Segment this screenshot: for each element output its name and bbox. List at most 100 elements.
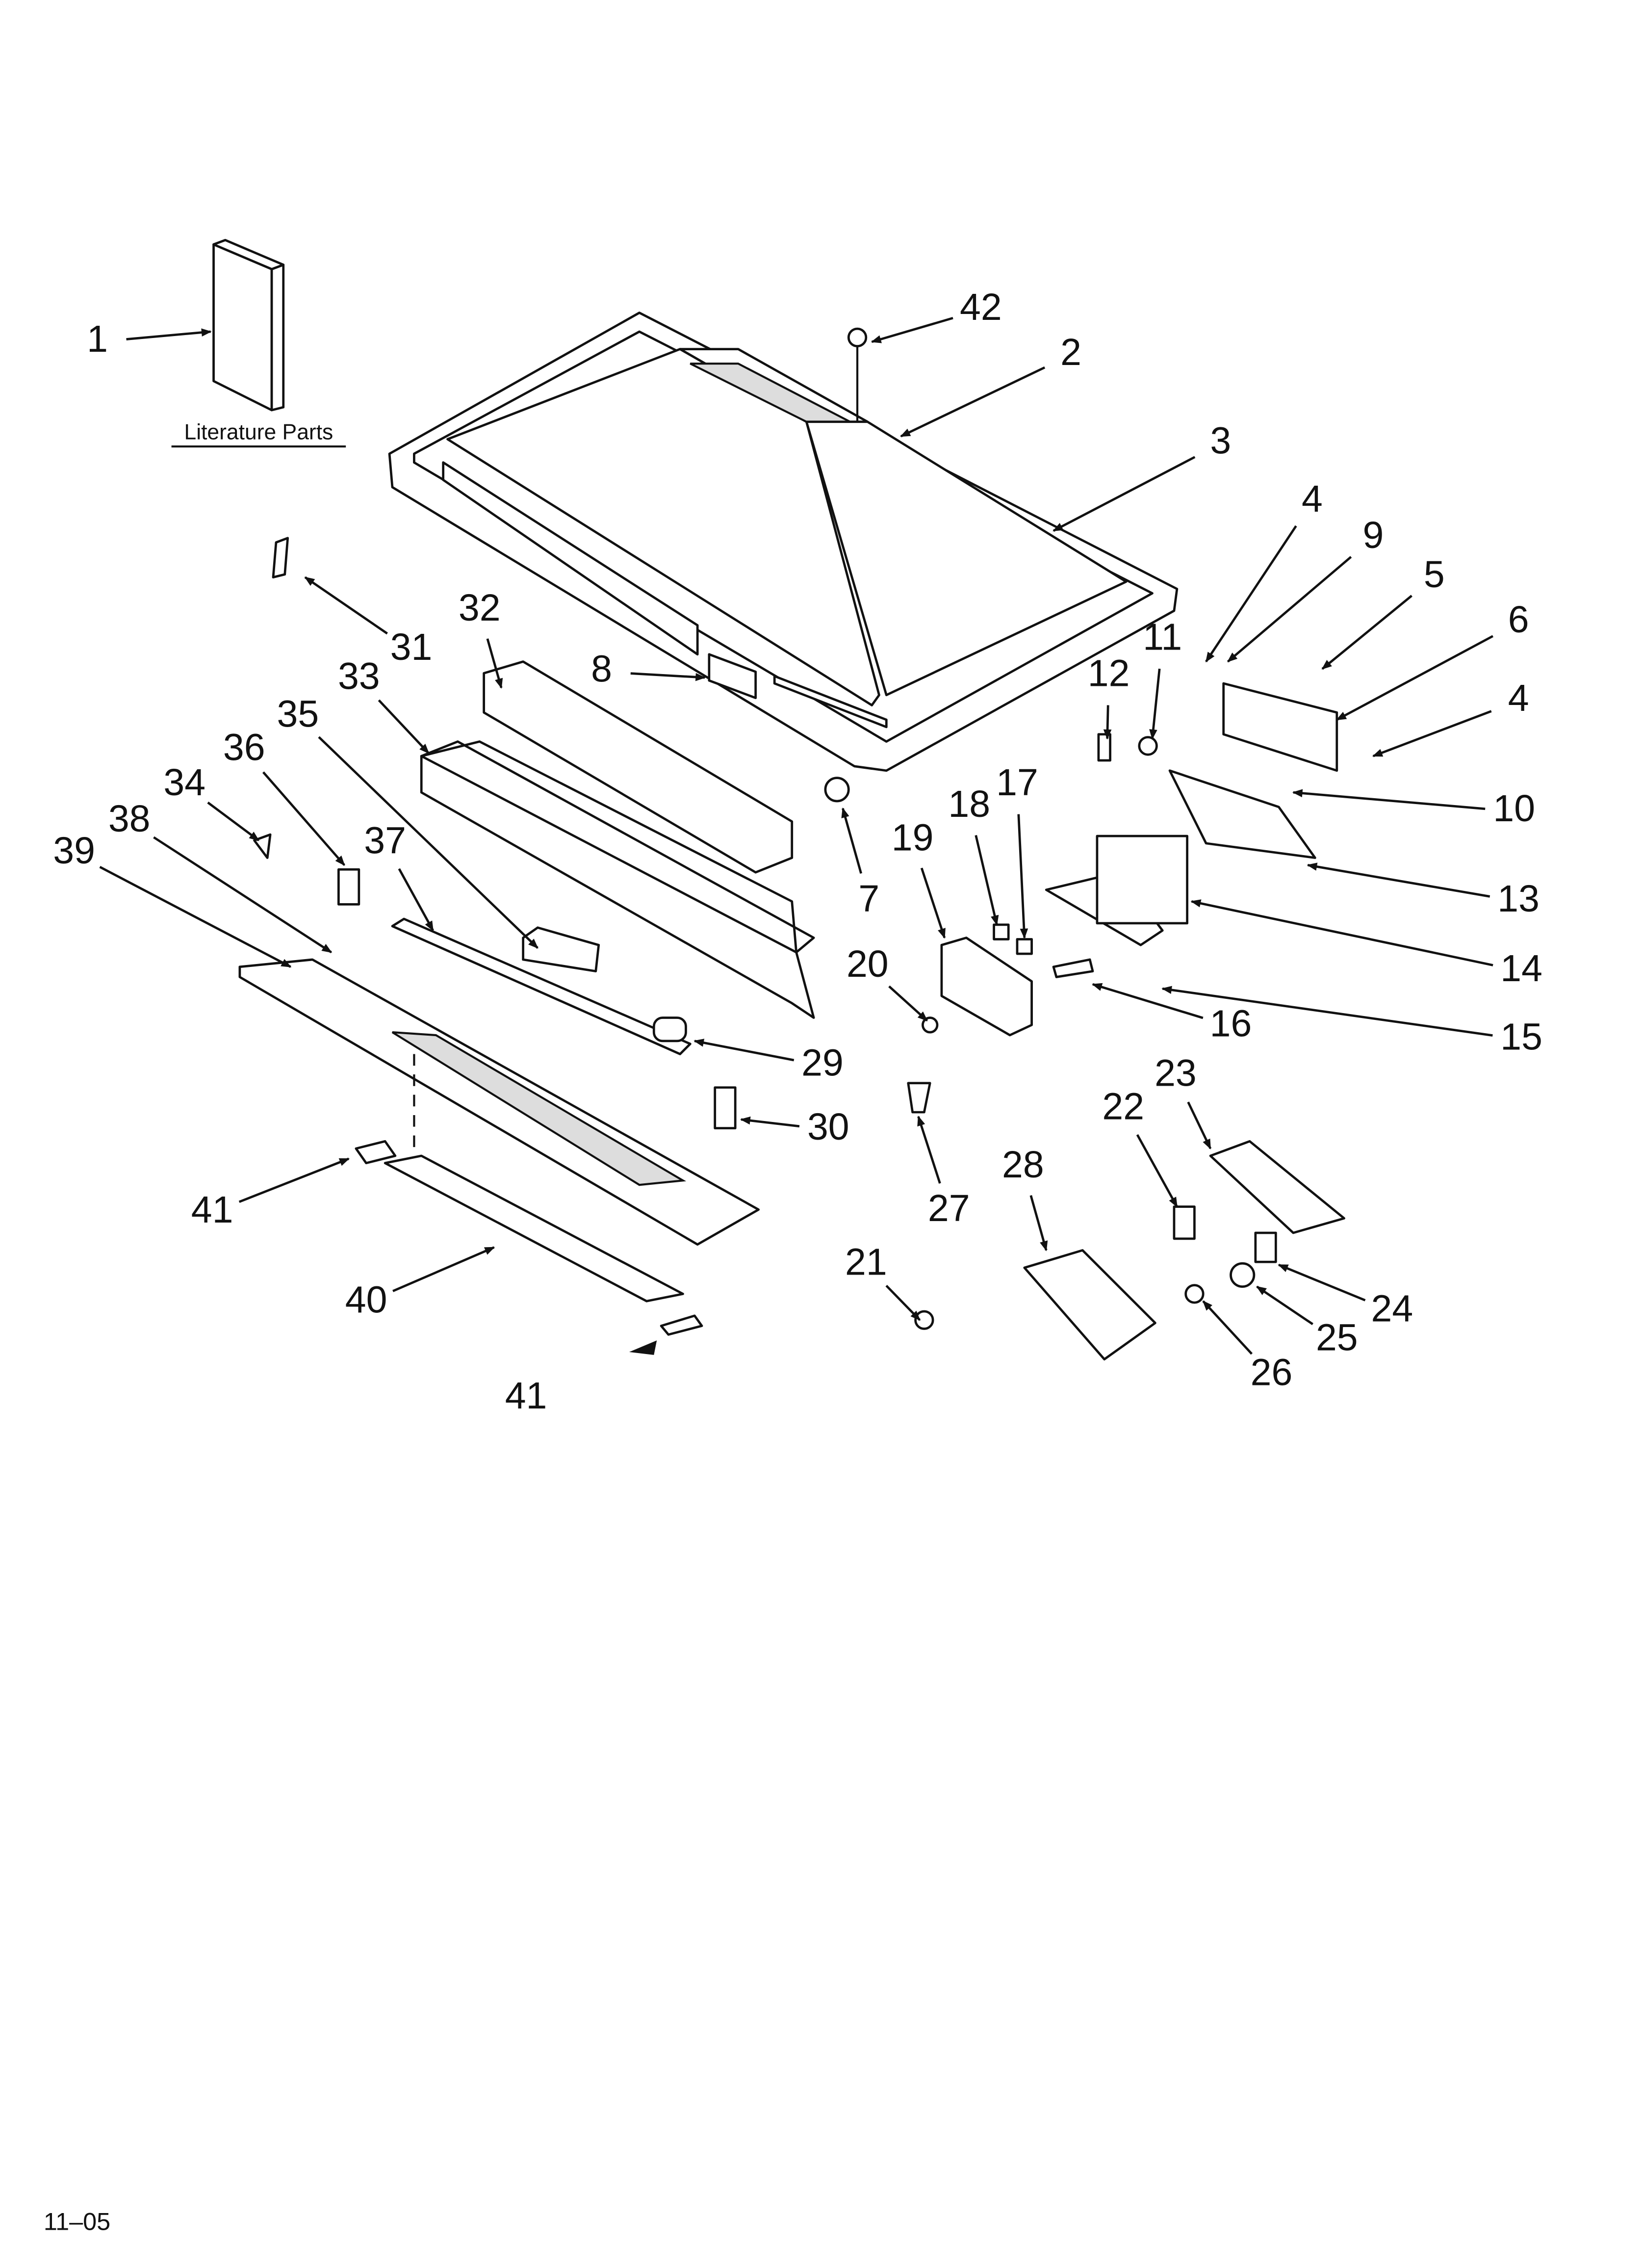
leader-arrow <box>885 1284 921 1321</box>
bracket-part <box>1173 1205 1196 1240</box>
screw-part <box>1184 1284 1205 1304</box>
leader-arrow <box>1187 1101 1212 1149</box>
leader-arrow <box>238 1157 350 1203</box>
screw-part <box>847 327 868 422</box>
callout-label: 16 <box>1210 1003 1252 1045</box>
callout-label: 22 <box>1102 1085 1144 1127</box>
leader-arrow <box>1227 556 1352 663</box>
leader-arrow <box>318 736 539 949</box>
wire-clip-part <box>914 1310 934 1330</box>
leader-arrow <box>1335 635 1494 721</box>
callout-label: 30 <box>807 1106 849 1148</box>
callout-label: 6 <box>1508 599 1529 641</box>
footer-code: 11–05 <box>44 2207 110 2235</box>
leader-arrow <box>900 366 1046 438</box>
hood-body-part <box>388 312 1179 772</box>
leader-arrow <box>920 867 946 939</box>
leader-arrow <box>917 1115 941 1184</box>
callout-label: 28 <box>1002 1144 1044 1186</box>
leader-arrowhead <box>629 1340 657 1355</box>
callout-label: 4 <box>1508 677 1529 719</box>
leader-arrow <box>1149 668 1161 740</box>
leader-arrow <box>1202 1300 1253 1355</box>
callout-label: 8 <box>591 648 612 690</box>
leader-arrow <box>693 1039 795 1062</box>
leader-arrow <box>888 985 928 1022</box>
callout-label: 4 <box>1302 478 1323 520</box>
callout-label: 12 <box>1088 652 1130 695</box>
leader-arrow <box>99 866 292 968</box>
callout-label: 20 <box>847 943 889 985</box>
leader-arrow <box>1205 525 1297 663</box>
callout-label: 21 <box>845 1241 887 1283</box>
callout-label: 40 <box>345 1279 387 1321</box>
callout-label: 26 <box>1251 1352 1293 1394</box>
literature-booklet-part <box>212 238 285 412</box>
switch-part <box>1016 938 1033 955</box>
leader-arrow <box>1052 456 1196 532</box>
switch-part <box>993 923 1010 940</box>
callouts: 1422349564111210131415161718192078323133… <box>53 286 1542 1417</box>
leader-arrow <box>207 801 260 841</box>
callout-label: 37 <box>364 819 406 861</box>
leader-arrow <box>1161 986 1493 1037</box>
clip-part <box>355 1140 397 1165</box>
leader-arrow <box>871 316 953 343</box>
wire-clip-part <box>272 537 289 579</box>
fluorescent-tube-part <box>391 917 692 1055</box>
lens-part <box>1052 958 1094 978</box>
callout-label: 25 <box>1316 1317 1358 1359</box>
callout-label: 31 <box>390 626 433 668</box>
leader-arrow <box>1017 814 1028 939</box>
duct-part <box>1209 1140 1345 1234</box>
callout-label: 42 <box>960 286 1002 328</box>
bracket-part <box>708 653 757 700</box>
wire-nut-part <box>907 1082 931 1114</box>
callout-label: 13 <box>1497 878 1539 920</box>
socket-part <box>714 1086 737 1130</box>
callout-label: 14 <box>1500 947 1542 990</box>
leader-arrow <box>398 868 435 932</box>
leader-arrow <box>1103 705 1112 740</box>
callout-label: 11 <box>1143 616 1182 658</box>
lampholder-part <box>337 868 360 906</box>
spring-part <box>1138 736 1158 756</box>
leader-arrow <box>630 672 706 681</box>
ballast-part <box>522 926 600 973</box>
callout-label: 5 <box>1424 553 1445 596</box>
callout-label: 41 <box>191 1189 233 1231</box>
leader-arrow <box>975 835 999 926</box>
control-panel-part <box>940 937 1033 1037</box>
callout-label: 29 <box>801 1042 844 1084</box>
callout-label: 35 <box>277 693 319 735</box>
callout-label: 24 <box>1371 1287 1413 1330</box>
callout-label: 3 <box>1210 419 1231 462</box>
literature-parts-label: Literature Parts <box>184 420 333 444</box>
filter-part <box>420 660 815 1019</box>
callout-label: 41 <box>505 1375 547 1417</box>
damper-part <box>1023 1249 1156 1361</box>
leader-arrow <box>486 638 503 689</box>
leader-arrow <box>378 699 430 754</box>
callout-label: 7 <box>858 878 879 920</box>
leader-arrow <box>304 576 388 635</box>
callout-label: 10 <box>1493 787 1535 830</box>
lens-part <box>384 1154 684 1303</box>
callout-label: 32 <box>459 587 501 629</box>
leader-arrow <box>1278 1263 1366 1302</box>
leader-arrow <box>392 1246 495 1292</box>
callout-label: 33 <box>338 655 380 697</box>
callout-label: 38 <box>108 798 151 840</box>
callout-label: 27 <box>928 1187 970 1229</box>
leader-arrow <box>1372 710 1492 757</box>
leader-arrow <box>1190 899 1493 966</box>
leader-arrow <box>1029 1195 1048 1251</box>
leader-arrow <box>841 807 863 874</box>
callout-label: 36 <box>223 727 265 769</box>
leader-arrow <box>1292 789 1486 810</box>
callout-label: 2 <box>1060 331 1081 373</box>
callout-label: 18 <box>948 783 990 825</box>
clip-part <box>660 1314 703 1336</box>
callout-label: 15 <box>1500 1016 1542 1058</box>
